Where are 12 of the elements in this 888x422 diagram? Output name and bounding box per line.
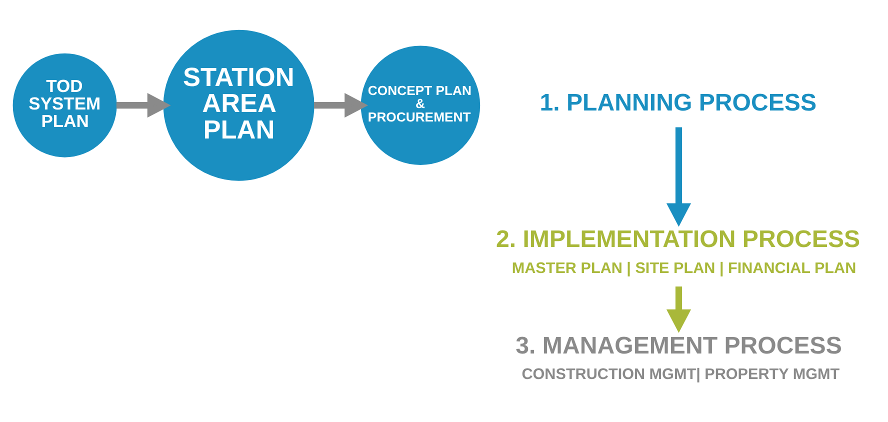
arrow (116, 92, 171, 118)
node-circle: CONCEPT PLAN & PROCUREMENT (360, 45, 480, 164)
node-text: 3. MANAGEMENT PROCESS (516, 332, 842, 359)
arrow (666, 286, 692, 332)
node-label: MASTER PLAN | SITE PLAN | FINANCIAL PLAN (512, 260, 856, 277)
arrow (314, 92, 368, 118)
node-circle: TOD SYSTEM PLAN (12, 52, 117, 157)
arrow (666, 126, 692, 226)
node-text: 1. PLANNING PROCESS (540, 88, 817, 116)
node-circle: STATION AREA PLAN (163, 29, 314, 180)
node-label: CONSTRUCTION MGMT| PROPERTY MGMT (522, 366, 840, 383)
node-text: 2. IMPLEMENTATION PROCESS (496, 226, 860, 253)
